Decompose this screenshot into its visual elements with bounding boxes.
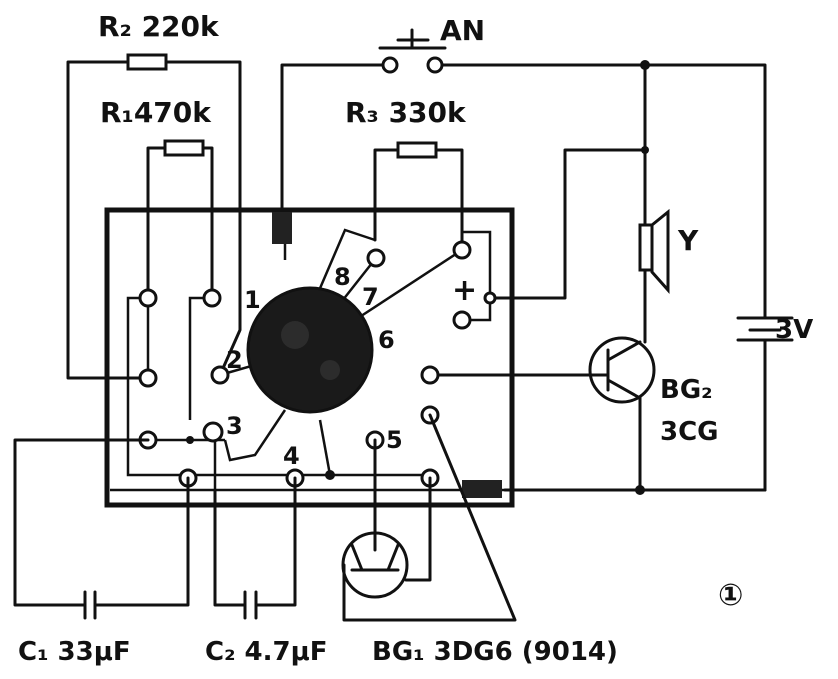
pin-6: 6 [378, 326, 395, 354]
pin-1: 1 [244, 286, 261, 314]
label-c2: C₂ 4.7μF [205, 637, 327, 667]
label-bg1: BG₁ 3DG6 (9014) [372, 637, 618, 667]
pin-plus: + [452, 273, 477, 308]
circuit-board [104, 207, 515, 508]
pin-2: 2 [226, 346, 243, 374]
resistor-r3 [373, 141, 464, 252]
label-bg2-name: BG₂ [660, 375, 713, 405]
label-r1: R₁470k [100, 96, 212, 129]
battery-3v [736, 303, 794, 492]
pin-8: 8 [334, 263, 351, 291]
transistor-bg2 [428, 336, 656, 492]
ic-chip [246, 286, 374, 414]
label-speaker-y: Y [677, 224, 699, 257]
figure-number: ① [718, 578, 743, 613]
label-r2: R₂ 220k [98, 10, 220, 43]
transistor-bg1 [341, 413, 517, 622]
top-supply-wire [280, 63, 767, 307]
plus-wire [488, 148, 647, 300]
label-r3: R₃ 330k [345, 96, 467, 129]
capacitor-c1 [13, 438, 190, 620]
pin-5: 5 [386, 426, 403, 454]
resistor-r1 [146, 139, 214, 300]
resistor-r2 [66, 53, 242, 380]
pin-3: 3 [226, 412, 243, 440]
label-bg2-type: 3CG [660, 417, 719, 447]
label-switch-an: AN [440, 14, 485, 47]
label-c1: C₁ 33μF [18, 637, 131, 667]
capacitor-c2 [213, 476, 297, 620]
label-battery: 3V [775, 315, 813, 345]
pin-4: 4 [283, 442, 300, 470]
push-button-switch [378, 28, 447, 74]
speaker-y [638, 60, 670, 344]
board-terminal-block [272, 212, 292, 244]
pin-7: 7 [362, 283, 379, 311]
